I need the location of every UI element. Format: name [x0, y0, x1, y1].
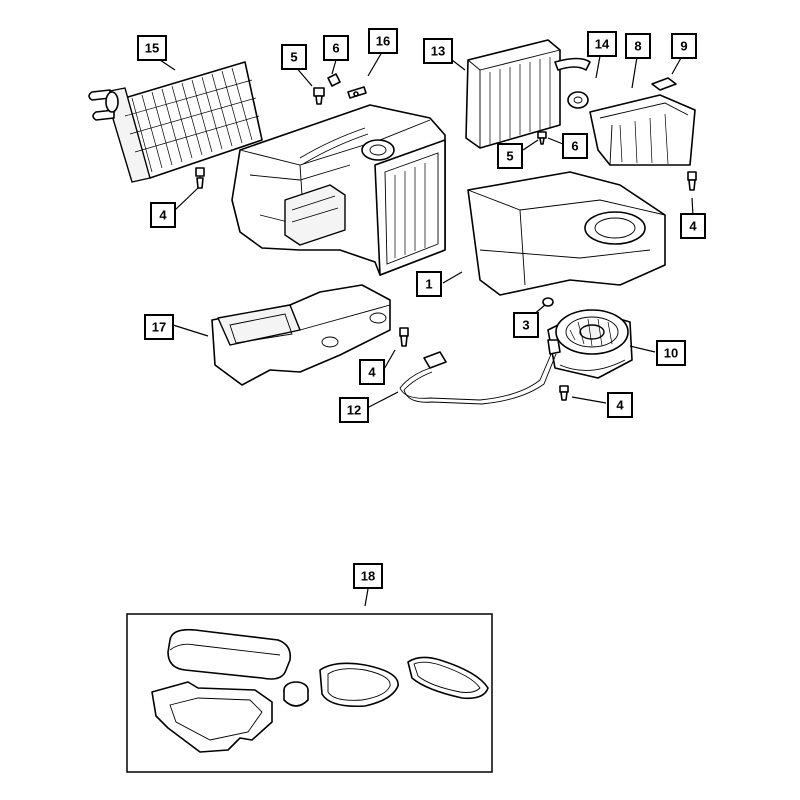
svg-text:5: 5 — [290, 50, 297, 65]
callout-3: 3 — [513, 312, 539, 338]
seal-kit-box — [126, 613, 493, 773]
blower-motor-part-10 — [547, 309, 633, 379]
evaporator-core-part-13 — [465, 39, 591, 149]
svg-text:6: 6 — [571, 139, 578, 154]
seal-part-3 — [542, 297, 554, 307]
sensor-part-9 — [651, 77, 677, 91]
callout-6-middle: 6 — [562, 133, 588, 159]
callout-17: 17 — [144, 314, 174, 340]
svg-text:10: 10 — [664, 346, 678, 361]
callout-4-left: 4 — [150, 202, 176, 228]
screw-part-5-middle — [537, 131, 547, 145]
callout-5-top: 5 — [281, 44, 307, 70]
clip-part-6-top — [327, 73, 341, 87]
svg-text:5: 5 — [506, 149, 513, 164]
screw-part-4-bottom — [559, 385, 569, 401]
callout-4-bottom: 4 — [607, 392, 633, 418]
hvac-housing-part-1 — [231, 104, 446, 276]
heater-core-part-15 — [88, 61, 263, 183]
screw-part-5-top — [313, 87, 325, 105]
svg-text:9: 9 — [680, 39, 687, 54]
svg-text:15: 15 — [145, 41, 159, 56]
svg-text:13: 13 — [431, 44, 445, 59]
svg-text:4: 4 — [689, 219, 697, 234]
callout-4-right: 4 — [680, 213, 706, 239]
callout-8: 8 — [625, 33, 651, 59]
callout-10: 10 — [656, 340, 686, 366]
callout-16: 16 — [368, 28, 398, 54]
svg-text:17: 17 — [152, 320, 166, 335]
svg-text:4: 4 — [368, 365, 376, 380]
svg-text:4: 4 — [159, 208, 167, 223]
screw-part-4-right — [687, 171, 697, 191]
svg-text:12: 12 — [347, 403, 361, 418]
air-inlet-duct-part-17 — [211, 284, 391, 386]
callout-4-middle: 4 — [359, 359, 385, 385]
duct-part-8 — [589, 94, 696, 166]
svg-text:6: 6 — [332, 41, 339, 56]
callout-15: 15 — [137, 35, 167, 61]
lower-hvac-housing — [467, 171, 666, 296]
callout-13: 13 — [423, 38, 453, 64]
callout-6-top: 6 — [323, 35, 349, 61]
callout-12: 12 — [339, 397, 369, 423]
callout-5-middle: 5 — [497, 143, 523, 169]
wire-harness-part-12 — [399, 339, 561, 405]
seal-kit-part-18 — [151, 628, 489, 753]
callout-1: 1 — [416, 271, 442, 297]
svg-text:8: 8 — [634, 39, 641, 54]
svg-text:3: 3 — [522, 318, 529, 333]
clip-part-16 — [347, 86, 367, 99]
expansion-valve-part-14 — [567, 91, 589, 109]
callout-9: 9 — [671, 33, 697, 59]
callout-14: 14 — [587, 31, 617, 57]
screw-part-4-left — [195, 167, 205, 189]
svg-text:4: 4 — [616, 398, 624, 413]
callout-18: 18 — [353, 563, 383, 589]
screw-part-4-middle — [399, 327, 409, 347]
svg-text:14: 14 — [595, 37, 610, 52]
svg-text:16: 16 — [376, 34, 390, 49]
svg-text:18: 18 — [361, 569, 375, 584]
svg-text:1: 1 — [425, 277, 432, 292]
